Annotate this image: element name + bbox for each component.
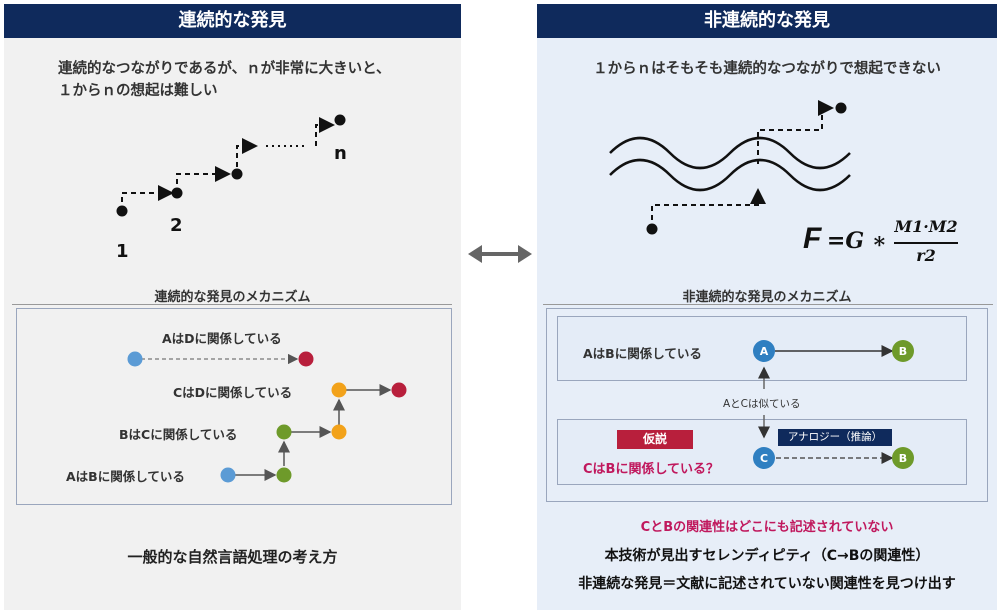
formula-numerator: M1·M2: [894, 217, 958, 236]
node-d-right: [391, 382, 407, 398]
label-n: n: [334, 143, 347, 164]
right-mechanism-diagram: A B C B: [753, 340, 914, 469]
node-n: [334, 114, 346, 126]
hypothesis-badge: 仮説: [617, 430, 693, 449]
node-1: [116, 205, 128, 217]
mechanism-text-c-d: CはDに関係している: [173, 385, 293, 400]
rel-ab-text: AはBに関係している: [583, 346, 702, 361]
summary-line1: 本技術が見出すセレンディピティ（C→Bの関連性）: [604, 548, 930, 564]
node-d-top: [298, 351, 314, 367]
analogy-badge: アナロジー（推論）: [778, 429, 892, 446]
node-b-top: [892, 340, 914, 362]
node-c: [753, 447, 775, 469]
node-b-bottom: [276, 467, 292, 483]
left-mechanism-diagram: [127, 351, 407, 483]
left-footer: 一般的な自然言語処理の考え方: [127, 548, 338, 566]
mechanism-text-a-d: AはDに関係している: [162, 331, 282, 346]
node-2: [171, 187, 183, 199]
right-description: １からｎはそもそも連続的なつながりで想起できない: [593, 61, 941, 77]
formula-f: F: [803, 222, 822, 255]
node-b-bottom: [892, 447, 914, 469]
right-divider: [543, 304, 993, 305]
step-2-to-3: [176, 166, 231, 193]
step-to-n: [315, 117, 335, 146]
node-b-bottom-label: B: [899, 452, 907, 465]
node-a-label: A: [760, 345, 769, 358]
node-c-upper: [331, 382, 347, 398]
wave-lower: [609, 158, 851, 192]
continuous-discovery-panel: 連続的な発見 連続的なつながりであるが、ｎが非常に大きいと、 １からｎの想起は難…: [4, 4, 461, 610]
step-3-to-4: [236, 138, 258, 176]
similar-text: AとCは似ている: [723, 398, 801, 410]
right-mechanism-title: 非連続的な発見のメカニズム: [682, 290, 852, 305]
formula-eq: =G ∗: [826, 228, 887, 254]
node-a-top: [127, 351, 143, 367]
node-c-lower: [331, 424, 347, 440]
label-1: 1: [116, 241, 129, 262]
node-3: [231, 168, 243, 180]
node-a: [753, 340, 775, 362]
left-panel-title: 連続的な発見: [4, 4, 461, 38]
gravity-formula: F =G ∗: [803, 222, 887, 256]
double-arrow-icon: [468, 245, 532, 263]
mechanism-text-b-c: BはCに関係している: [119, 427, 238, 442]
node-b-mid: [276, 424, 292, 440]
non-continuous-discovery-panel: 非連続的な発見 １からｎはそもそも連続的なつながりで想起できない F =G ∗ …: [537, 4, 997, 610]
step-1-to-2: [121, 185, 174, 211]
end-node: [835, 102, 847, 114]
node-b-top-label: B: [899, 345, 907, 358]
left-description-line1: 連続的なつながりであるが、ｎが非常に大きいと、: [58, 61, 391, 77]
hypothesis-question: CはBに関係している？: [583, 462, 720, 477]
label-2: 2: [170, 215, 183, 236]
node-c-label: C: [760, 452, 768, 465]
left-divider: [12, 304, 452, 305]
start-node: [646, 223, 658, 235]
fraction-bar: [894, 242, 958, 244]
formula-denominator: r2: [916, 246, 936, 265]
non-continuous-path-diagram: [609, 100, 851, 235]
left-description-line2: １からｎの想起は難しい: [58, 83, 218, 99]
node-a-bottom: [220, 467, 236, 483]
no-description-note: CとBの関連性はどこにも記述されていない: [640, 520, 894, 535]
summary-line2: 非連続な発見＝文献に記述されていない関連性を見つけ出す: [578, 576, 956, 592]
continuous-path-diagram: [116, 114, 346, 217]
mechanism-text-a-b: AはBに関係している: [66, 469, 185, 484]
left-mechanism-title: 連続的な発見のメカニズム: [154, 290, 311, 305]
wave-upper: [609, 136, 851, 170]
right-panel-title: 非連続的な発見: [537, 4, 997, 38]
